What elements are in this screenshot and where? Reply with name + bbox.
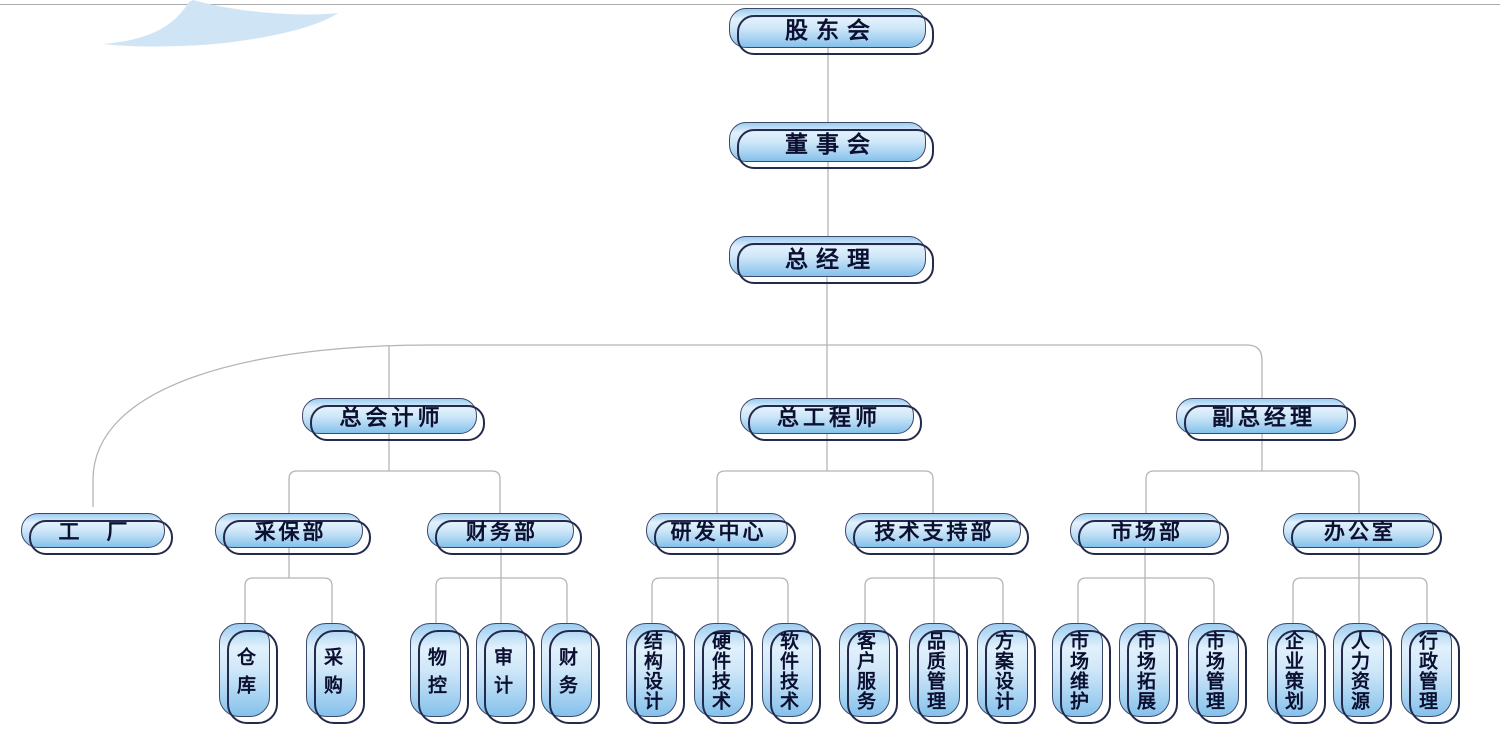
edge-deputy-gm-children xyxy=(1145,470,1360,513)
node-warehouse: 仓库 xyxy=(219,623,270,717)
node-quality-mgmt: 品质管理 xyxy=(909,623,960,717)
node-solution-design: 方案设计 xyxy=(977,623,1028,717)
node-chief-accountant: 总会计师 xyxy=(302,398,477,434)
node-structural-design: 结构设计 xyxy=(626,623,677,717)
node-customer-service: 客户服务 xyxy=(839,623,890,717)
edge-gm-factory xyxy=(92,344,827,507)
node-audit: 审计 xyxy=(476,623,527,717)
edge-caibao-children xyxy=(244,577,333,623)
edge-office-children xyxy=(1292,577,1428,623)
node-gm: 总经理 xyxy=(729,236,926,277)
node-purchasing: 采购 xyxy=(306,623,357,717)
node-office: 办公室 xyxy=(1283,513,1434,548)
node-finance-dept: 财务部 xyxy=(427,513,574,548)
node-hardware-tech: 硬件技术 xyxy=(694,623,745,717)
node-software-tech: 软件技术 xyxy=(762,623,813,717)
edge-gm-deputy-gm xyxy=(827,344,1263,398)
node-deputy-gm: 副总经理 xyxy=(1176,398,1348,434)
node-rd-center: 研发中心 xyxy=(646,513,788,548)
edge-finance-children xyxy=(435,577,568,623)
node-market-mgmt: 市场管理 xyxy=(1188,623,1239,717)
node-corporate-planning: 企业策划 xyxy=(1267,623,1318,717)
edge-rd-children xyxy=(651,577,789,623)
node-human-resources: 人力资源 xyxy=(1333,623,1384,717)
edge-chief-accountant-children xyxy=(288,470,501,513)
node-chief-engineer: 总工程师 xyxy=(740,398,914,434)
node-admin-mgmt: 行政管理 xyxy=(1401,623,1452,717)
node-material-control: 物控 xyxy=(410,623,461,717)
node-tech-support-dept: 技术支持部 xyxy=(845,513,1021,548)
node-factory: 工 厂 xyxy=(21,513,165,548)
org-connectors xyxy=(92,48,1428,623)
node-market-maintenance: 市场维护 xyxy=(1052,623,1103,717)
node-caibao-dept: 采保部 xyxy=(215,513,363,548)
edge-market-children xyxy=(1077,577,1215,623)
node-shareholders: 股东会 xyxy=(729,8,926,48)
swoosh-decoration xyxy=(103,0,338,47)
edge-chief-engineer-children xyxy=(716,470,934,513)
node-board: 董事会 xyxy=(729,122,926,162)
edge-techsupport-children xyxy=(864,577,1004,623)
node-finance: 财务 xyxy=(541,623,592,717)
node-market-expansion: 市场拓展 xyxy=(1119,623,1170,717)
node-market-dept: 市场部 xyxy=(1070,513,1221,548)
